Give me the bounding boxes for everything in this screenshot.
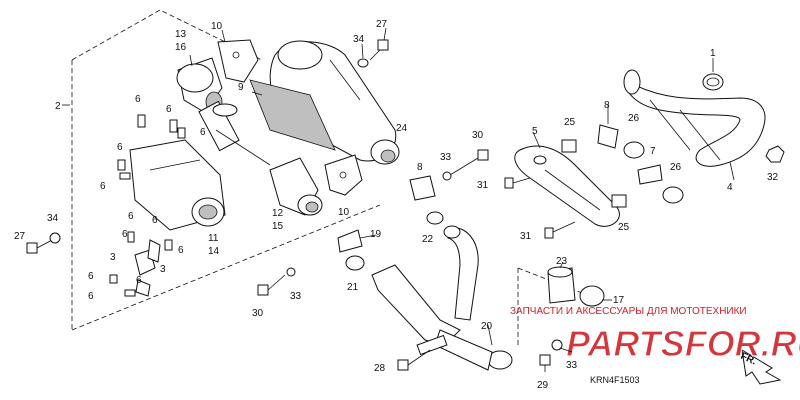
label-4: 4 <box>727 182 733 193</box>
label-27a: 27 <box>376 19 388 30</box>
collar-23 <box>547 266 576 304</box>
label-15: 15 <box>272 221 284 232</box>
label-26b: 26 <box>670 162 682 173</box>
label-25a: 25 <box>564 117 576 128</box>
label-6g: 6 <box>152 215 158 226</box>
bolt-27-top <box>357 39 389 68</box>
label-6k: 6 <box>88 291 94 302</box>
small-bolts-group <box>109 114 186 297</box>
label-30a: 30 <box>472 130 484 141</box>
label-13: 13 <box>175 29 187 40</box>
diagram-code: KRN4F1503 <box>590 375 640 385</box>
middle-pipe <box>371 225 513 371</box>
label-34b: 34 <box>47 213 59 224</box>
label-8a: 8 <box>604 100 610 111</box>
label-6l: 6 <box>136 275 142 286</box>
label-1: 1 <box>710 48 716 59</box>
heat-protector-top <box>217 39 259 83</box>
label-33a: 33 <box>440 152 452 163</box>
muffler-rear-shell <box>129 139 226 231</box>
collar-22 <box>426 211 444 225</box>
label-16: 16 <box>175 42 187 53</box>
label-21: 21 <box>347 282 359 293</box>
bolt-28 <box>397 349 431 371</box>
watermark-site: PARTSFOR.RU <box>566 323 800 364</box>
bolt-30-lower <box>257 267 296 296</box>
bracket-8 <box>409 175 436 201</box>
label-6b: 6 <box>166 104 172 115</box>
label-31b: 31 <box>520 231 532 242</box>
band-17 <box>579 285 605 307</box>
label-28: 28 <box>374 363 386 374</box>
bracket-19 <box>337 229 363 253</box>
collar-21 <box>345 255 365 271</box>
leader-lines <box>189 27 735 372</box>
label-6c: 6 <box>200 127 206 138</box>
label-33b: 33 <box>290 291 302 302</box>
watermark-caption: ЗАПЧАСТИ И АКСЕССУАРЫ ДЛЯ МОТОТЕХНИКИ <box>510 306 747 317</box>
label-6h: 6 <box>122 229 128 240</box>
label-3a: 3 <box>110 252 116 263</box>
label-5: 5 <box>532 126 538 137</box>
label-10b: 10 <box>338 207 350 218</box>
tail-pipe-cap <box>269 157 323 216</box>
label-27b: 27 <box>14 231 26 242</box>
muffler-inner-pipe <box>198 100 271 166</box>
bolt-27-left <box>26 232 61 254</box>
label-6a: 6 <box>135 94 141 105</box>
muffler-brackets <box>134 239 161 297</box>
label-32: 32 <box>767 172 779 183</box>
exhaust-gasket <box>702 73 724 91</box>
label-29: 29 <box>537 380 549 391</box>
label-9: 9 <box>238 82 244 93</box>
label-22: 22 <box>422 234 434 245</box>
label-2: 2 <box>55 101 61 112</box>
label-30b: 30 <box>252 308 264 319</box>
label-34a: 34 <box>353 34 365 45</box>
clamps-and-bands <box>561 124 684 208</box>
label-17: 17 <box>613 295 625 306</box>
label-33c: 33 <box>566 360 578 371</box>
label-26a: 26 <box>628 113 640 124</box>
label-6d: 6 <box>117 142 123 153</box>
label-6e: 6 <box>100 181 106 192</box>
bolt-29 <box>539 339 563 366</box>
part-number-labels: 1 2 3 3 4 5 6 6 6 6 6 6 6 6 6 6 6 6 7 8 … <box>14 19 779 391</box>
label-6j: 6 <box>88 271 94 282</box>
nut-32 <box>765 145 785 163</box>
label-8b: 8 <box>417 162 423 173</box>
label-25b: 25 <box>618 222 630 233</box>
label-10a: 10 <box>211 21 223 32</box>
muffler-body <box>249 40 400 165</box>
label-20: 20 <box>481 321 493 332</box>
bolt-30-mid <box>442 149 489 181</box>
label-23: 23 <box>556 256 568 267</box>
exhaust-pipe-front <box>623 69 766 167</box>
label-3b: 3 <box>160 264 166 275</box>
label-14: 14 <box>208 246 220 257</box>
front-direction-arrow: FR. <box>739 349 782 385</box>
bolts-31 <box>504 177 576 239</box>
heat-shield <box>514 145 620 227</box>
label-31a: 31 <box>477 180 489 191</box>
label-6f: 6 <box>128 211 134 222</box>
label-11: 11 <box>208 233 219 244</box>
label-7: 7 <box>650 146 656 157</box>
label-12: 12 <box>272 208 284 219</box>
heat-protector-bottom <box>324 154 363 196</box>
label-19: 19 <box>370 229 382 240</box>
label-24: 24 <box>396 123 408 134</box>
label-6i: 6 <box>178 245 184 256</box>
